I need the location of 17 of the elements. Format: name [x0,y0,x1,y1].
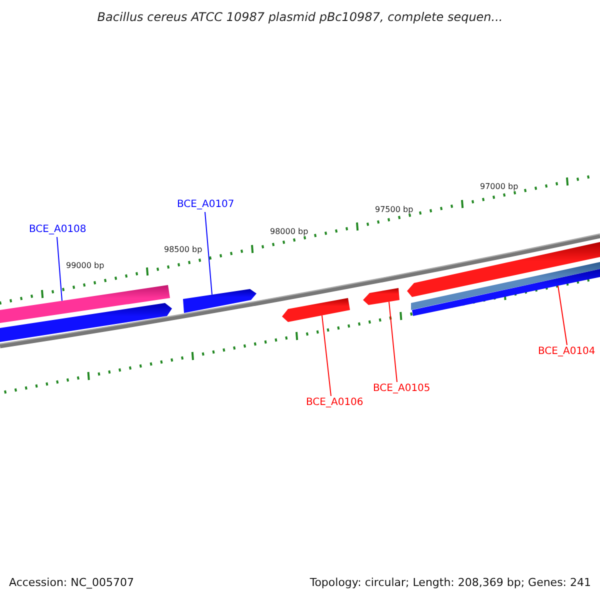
tick-label: 97500 bp [375,205,414,214]
leader-line [204,212,212,296]
accession-text: Accession: NC_005707 [9,576,134,589]
tick-label: 98000 bp [270,227,308,236]
leader-line [558,285,568,346]
leader-line [56,236,62,302]
leader-line [388,301,398,382]
title: Bacillus cereus ATCC 10987 plasmid pBc10987, complete sequen... [96,10,504,24]
tick-label: 99000 bp [66,261,104,270]
gene-label: BCE_A0105 [373,383,430,395]
tick-label: 98500 bp [164,245,202,254]
summary-text: Topology: circular; Length: 208,369 bp; Genes: 241 [310,576,591,589]
gene-label: BCE_A0104 [538,346,596,358]
gene-label: BCE_A0108 [29,224,86,236]
gene-label: BCE_A0107 [177,199,234,211]
tick-label: 97000 bp [480,182,518,191]
gene-label: BCE_A0106 [306,397,364,409]
